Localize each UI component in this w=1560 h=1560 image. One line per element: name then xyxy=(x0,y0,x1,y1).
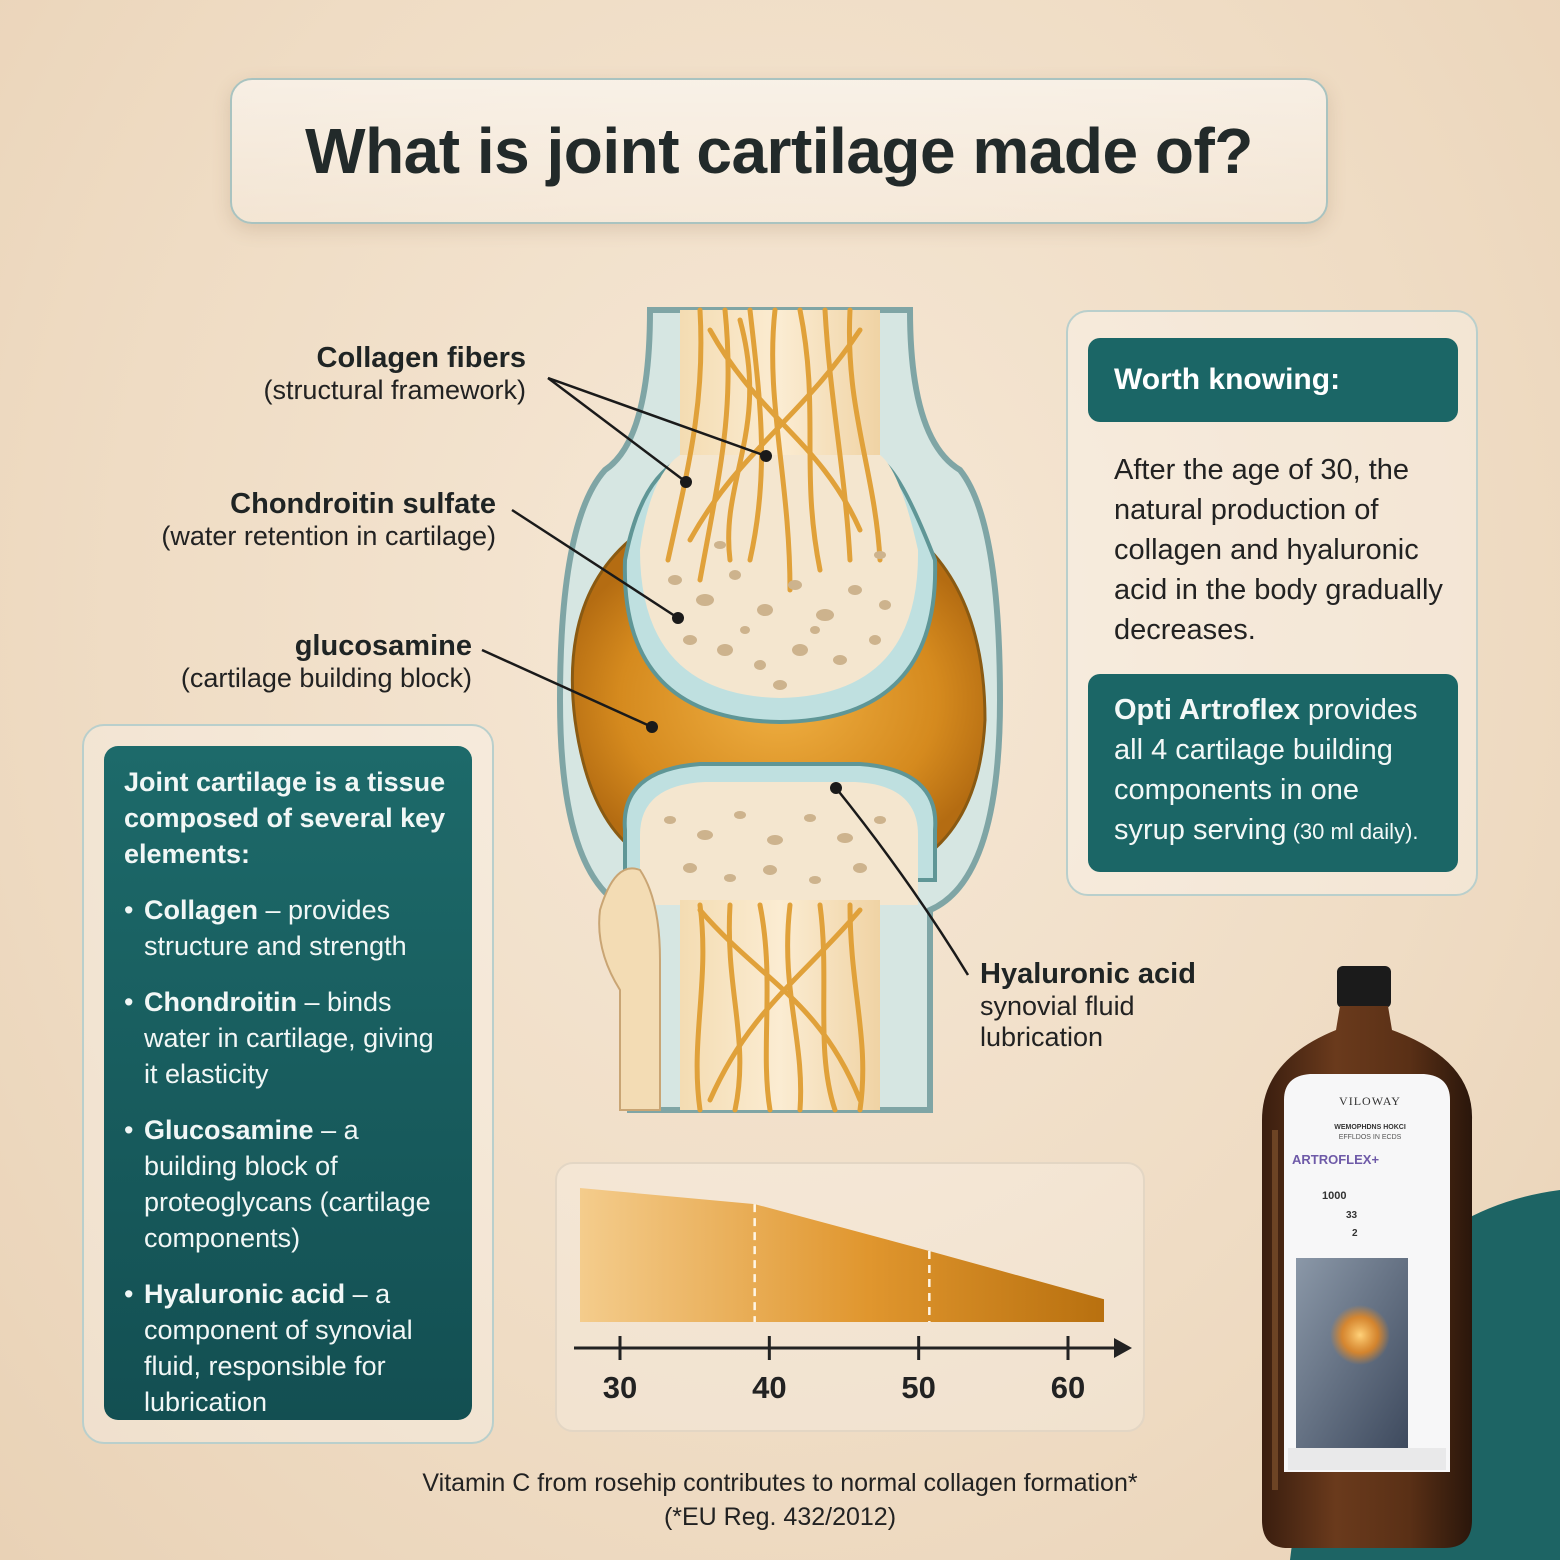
collagen-fibers-upper xyxy=(665,307,883,593)
product-name: Opti Artroflex xyxy=(1114,694,1300,726)
page-title: What is joint cartilage made of? xyxy=(305,115,1253,187)
label-collagen: Collagen fibers (structural framework) xyxy=(263,342,526,405)
elements-list: Collagen – provides structure and streng… xyxy=(124,892,452,1420)
decline-area xyxy=(580,1188,1104,1322)
chart-guides xyxy=(753,1204,931,1322)
spongy-bone-lower xyxy=(664,811,886,884)
bottle-line2: EFFLDOS IN ECDS xyxy=(1338,1134,1402,1141)
worth-knowing-heading: Worth knowing: xyxy=(1088,338,1458,422)
bottle-volume: 1000 xyxy=(1322,1190,1347,1202)
footnote: Vitamin C from rosehip contributes to no… xyxy=(300,1466,1260,1534)
x-tick-label: 50 xyxy=(901,1370,936,1405)
cartilage-elements-card: Joint cartilage is a tissue composed of … xyxy=(104,746,472,1420)
bottle-highlight xyxy=(1272,1130,1278,1490)
bottle-line1: WEMOPHDNS HOKCI xyxy=(1334,1124,1406,1131)
dose-text: (30 ml daily). xyxy=(1286,819,1419,844)
list-item: Glucosamine – a building block of proteo… xyxy=(124,1112,452,1256)
footnote-reference: (*EU Reg. 432/2012) xyxy=(663,1503,897,1531)
label-chondroitin: Chondroitin sulfate (water retention in … xyxy=(161,488,496,551)
x-axis-arrow xyxy=(1114,1338,1132,1358)
collagen-fibers-lower xyxy=(694,902,866,1113)
bottle-number-2: 2 xyxy=(1352,1228,1358,1239)
bottle-cap xyxy=(1337,966,1391,1008)
list-item: Chondroitin – binds water in cartilage, … xyxy=(124,984,452,1092)
elements-intro: Joint cartilage is a tissue composed of … xyxy=(124,767,446,869)
footnote-claim: Vitamin C from rosehip contributes to no… xyxy=(422,1469,1138,1497)
title-panel: What is joint cartilage made of? xyxy=(230,78,1328,224)
bottle-brand: VILOWAY xyxy=(1339,1094,1401,1108)
cartilage-elements-panel: Joint cartilage is a tissue composed of … xyxy=(82,724,494,1444)
product-info-card: Opti Artroflex provides all 4 cartilage … xyxy=(1088,674,1458,872)
label-glucosamine: glucosamine (cartilage building block) xyxy=(180,630,472,693)
list-item: Hyaluronic acid – a component of synovia… xyxy=(124,1276,452,1420)
worth-knowing-text: After the age of 30, the natural product… xyxy=(1114,454,1443,646)
fibula xyxy=(598,867,661,1111)
label-hyaluronic: Hyaluronic acid synovial fluid lubricati… xyxy=(980,958,1196,1052)
leader-lines xyxy=(481,376,970,976)
x-tick-label: 40 xyxy=(752,1370,787,1405)
pain-glow xyxy=(1330,1305,1390,1365)
bottle-product-name: ARTROFLEX+ xyxy=(1292,1152,1380,1167)
worth-knowing-panel: Worth knowing: After the age of 30, the … xyxy=(1066,310,1478,896)
x-tick-label: 30 xyxy=(602,1370,638,1405)
label-strip xyxy=(1288,1448,1446,1470)
bottle-number-1: 33 xyxy=(1346,1210,1358,1221)
leader-dots xyxy=(646,450,842,794)
spongy-bone-upper xyxy=(668,541,891,690)
chart-ticks xyxy=(618,1336,1070,1360)
list-item: Collagen – provides structure and streng… xyxy=(124,892,452,964)
x-tick-label: 60 xyxy=(1050,1370,1086,1405)
